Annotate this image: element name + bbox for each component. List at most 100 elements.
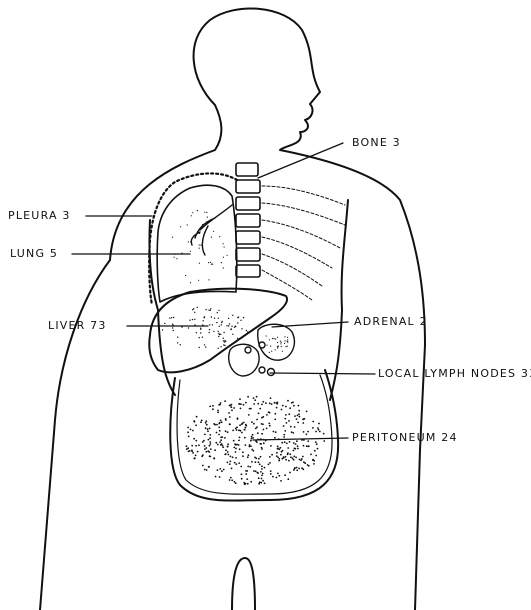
stipple-dot: [199, 347, 200, 348]
stipple-dot: [195, 440, 197, 442]
stipple-dot: [319, 431, 321, 433]
stipple-dot: [297, 445, 299, 447]
stipple-dot: [256, 396, 258, 398]
stipple-dot: [264, 467, 266, 469]
stipple-dot: [188, 327, 189, 328]
stipple-dot: [287, 400, 289, 402]
stipple-dot: [212, 324, 213, 325]
stipple-dot: [272, 338, 273, 339]
stipple-dot: [269, 339, 270, 340]
stipple-dot: [261, 475, 263, 477]
stipple-dot: [247, 396, 249, 398]
stipple-dot: [177, 342, 178, 343]
stipple-dot: [221, 324, 222, 325]
stipple-dot: [221, 322, 222, 323]
stipple-dot: [317, 448, 319, 450]
stipple-dot: [247, 466, 249, 468]
stipple-dot: [192, 309, 193, 310]
stipple-dot: [251, 438, 253, 440]
stipple-dot: [202, 324, 203, 325]
stipple-dot: [229, 461, 231, 463]
label-adrenal: ADRENAL 2: [354, 316, 428, 328]
stipple-dot: [308, 445, 310, 447]
stipple-dot: [228, 412, 230, 414]
stipple-dot: [246, 470, 248, 472]
stipple-dot: [257, 439, 259, 441]
stipple-dot: [249, 444, 251, 446]
stipple-dot: [263, 429, 265, 431]
stipple-dot: [221, 470, 223, 472]
stipple-dot: [237, 322, 238, 323]
stipple-dot: [312, 427, 314, 429]
stipple-dot: [278, 438, 280, 440]
stipple-dot: [176, 258, 177, 259]
stipple-dot: [284, 474, 286, 476]
stipple-dot: [191, 445, 193, 447]
stipple-dot: [276, 455, 278, 457]
stipple-dot: [222, 445, 224, 447]
stipple-dot: [218, 336, 219, 337]
stipple-dot: [277, 346, 278, 347]
stipple-dot: [302, 456, 304, 458]
stipple-dot: [308, 465, 310, 467]
stipple-dot: [206, 221, 207, 222]
stipple-dot: [226, 325, 227, 326]
stipple-dot: [225, 430, 227, 432]
stipple-dot: [260, 482, 262, 484]
stipple-dot: [260, 456, 262, 458]
stipple-dot: [294, 415, 296, 417]
stipple-dot: [218, 318, 219, 319]
ribs: [262, 186, 345, 300]
stipple-dot: [173, 330, 174, 331]
stipple-dot: [289, 407, 291, 409]
stipple-dot: [204, 344, 205, 345]
stipple-dot: [276, 402, 278, 404]
stipple-dot: [275, 339, 276, 340]
stipple-dot: [190, 241, 191, 242]
stipple-dot: [289, 472, 291, 474]
stipple-dot: [229, 463, 231, 465]
stipple-dot: [181, 326, 182, 327]
stipple-dot: [271, 454, 273, 456]
stipple-dot: [194, 324, 195, 325]
stipple-dot: [287, 342, 288, 343]
stipple-dot: [209, 441, 211, 443]
stipple-dot: [221, 262, 222, 263]
stipple-dot: [301, 439, 303, 441]
stipple-dot: [247, 331, 248, 332]
stipple-dot: [297, 422, 299, 424]
stipple-dot: [223, 332, 224, 333]
stipple-dot: [231, 468, 233, 470]
stipple-dot: [258, 461, 260, 463]
stipple-dot: [285, 456, 287, 458]
stipple-dot: [218, 423, 220, 425]
stipple-dot: [217, 412, 219, 414]
stipple-dot: [191, 449, 193, 451]
stipple-dot: [239, 448, 241, 450]
stipple-dot: [263, 439, 265, 441]
stipple-dot: [283, 456, 285, 458]
stipple-dot: [301, 458, 303, 460]
stipple-dot: [298, 405, 300, 407]
stipple-dot: [291, 431, 293, 433]
stipple-dot: [202, 337, 203, 338]
stipple-dot: [256, 441, 258, 443]
stipple-dot: [227, 443, 229, 445]
stipple-dot: [194, 319, 195, 320]
stipple-dot: [172, 237, 173, 238]
stipple-dot: [238, 403, 240, 405]
stipple-dot: [199, 248, 200, 249]
stipple-dot: [235, 482, 237, 484]
stipple-dot: [310, 454, 312, 456]
stipple-dot: [237, 338, 238, 339]
stipple-dot: [205, 346, 206, 347]
stipple-dot: [172, 327, 173, 328]
stipple-dot: [252, 434, 254, 436]
stipple-dot: [250, 440, 252, 442]
stipple-dot: [205, 420, 207, 422]
stipple-dot: [210, 448, 212, 450]
stipple-dot: [262, 416, 264, 418]
stipple-dot: [208, 262, 209, 263]
stipple-dot: [252, 437, 254, 439]
stipple-dot: [296, 440, 298, 442]
